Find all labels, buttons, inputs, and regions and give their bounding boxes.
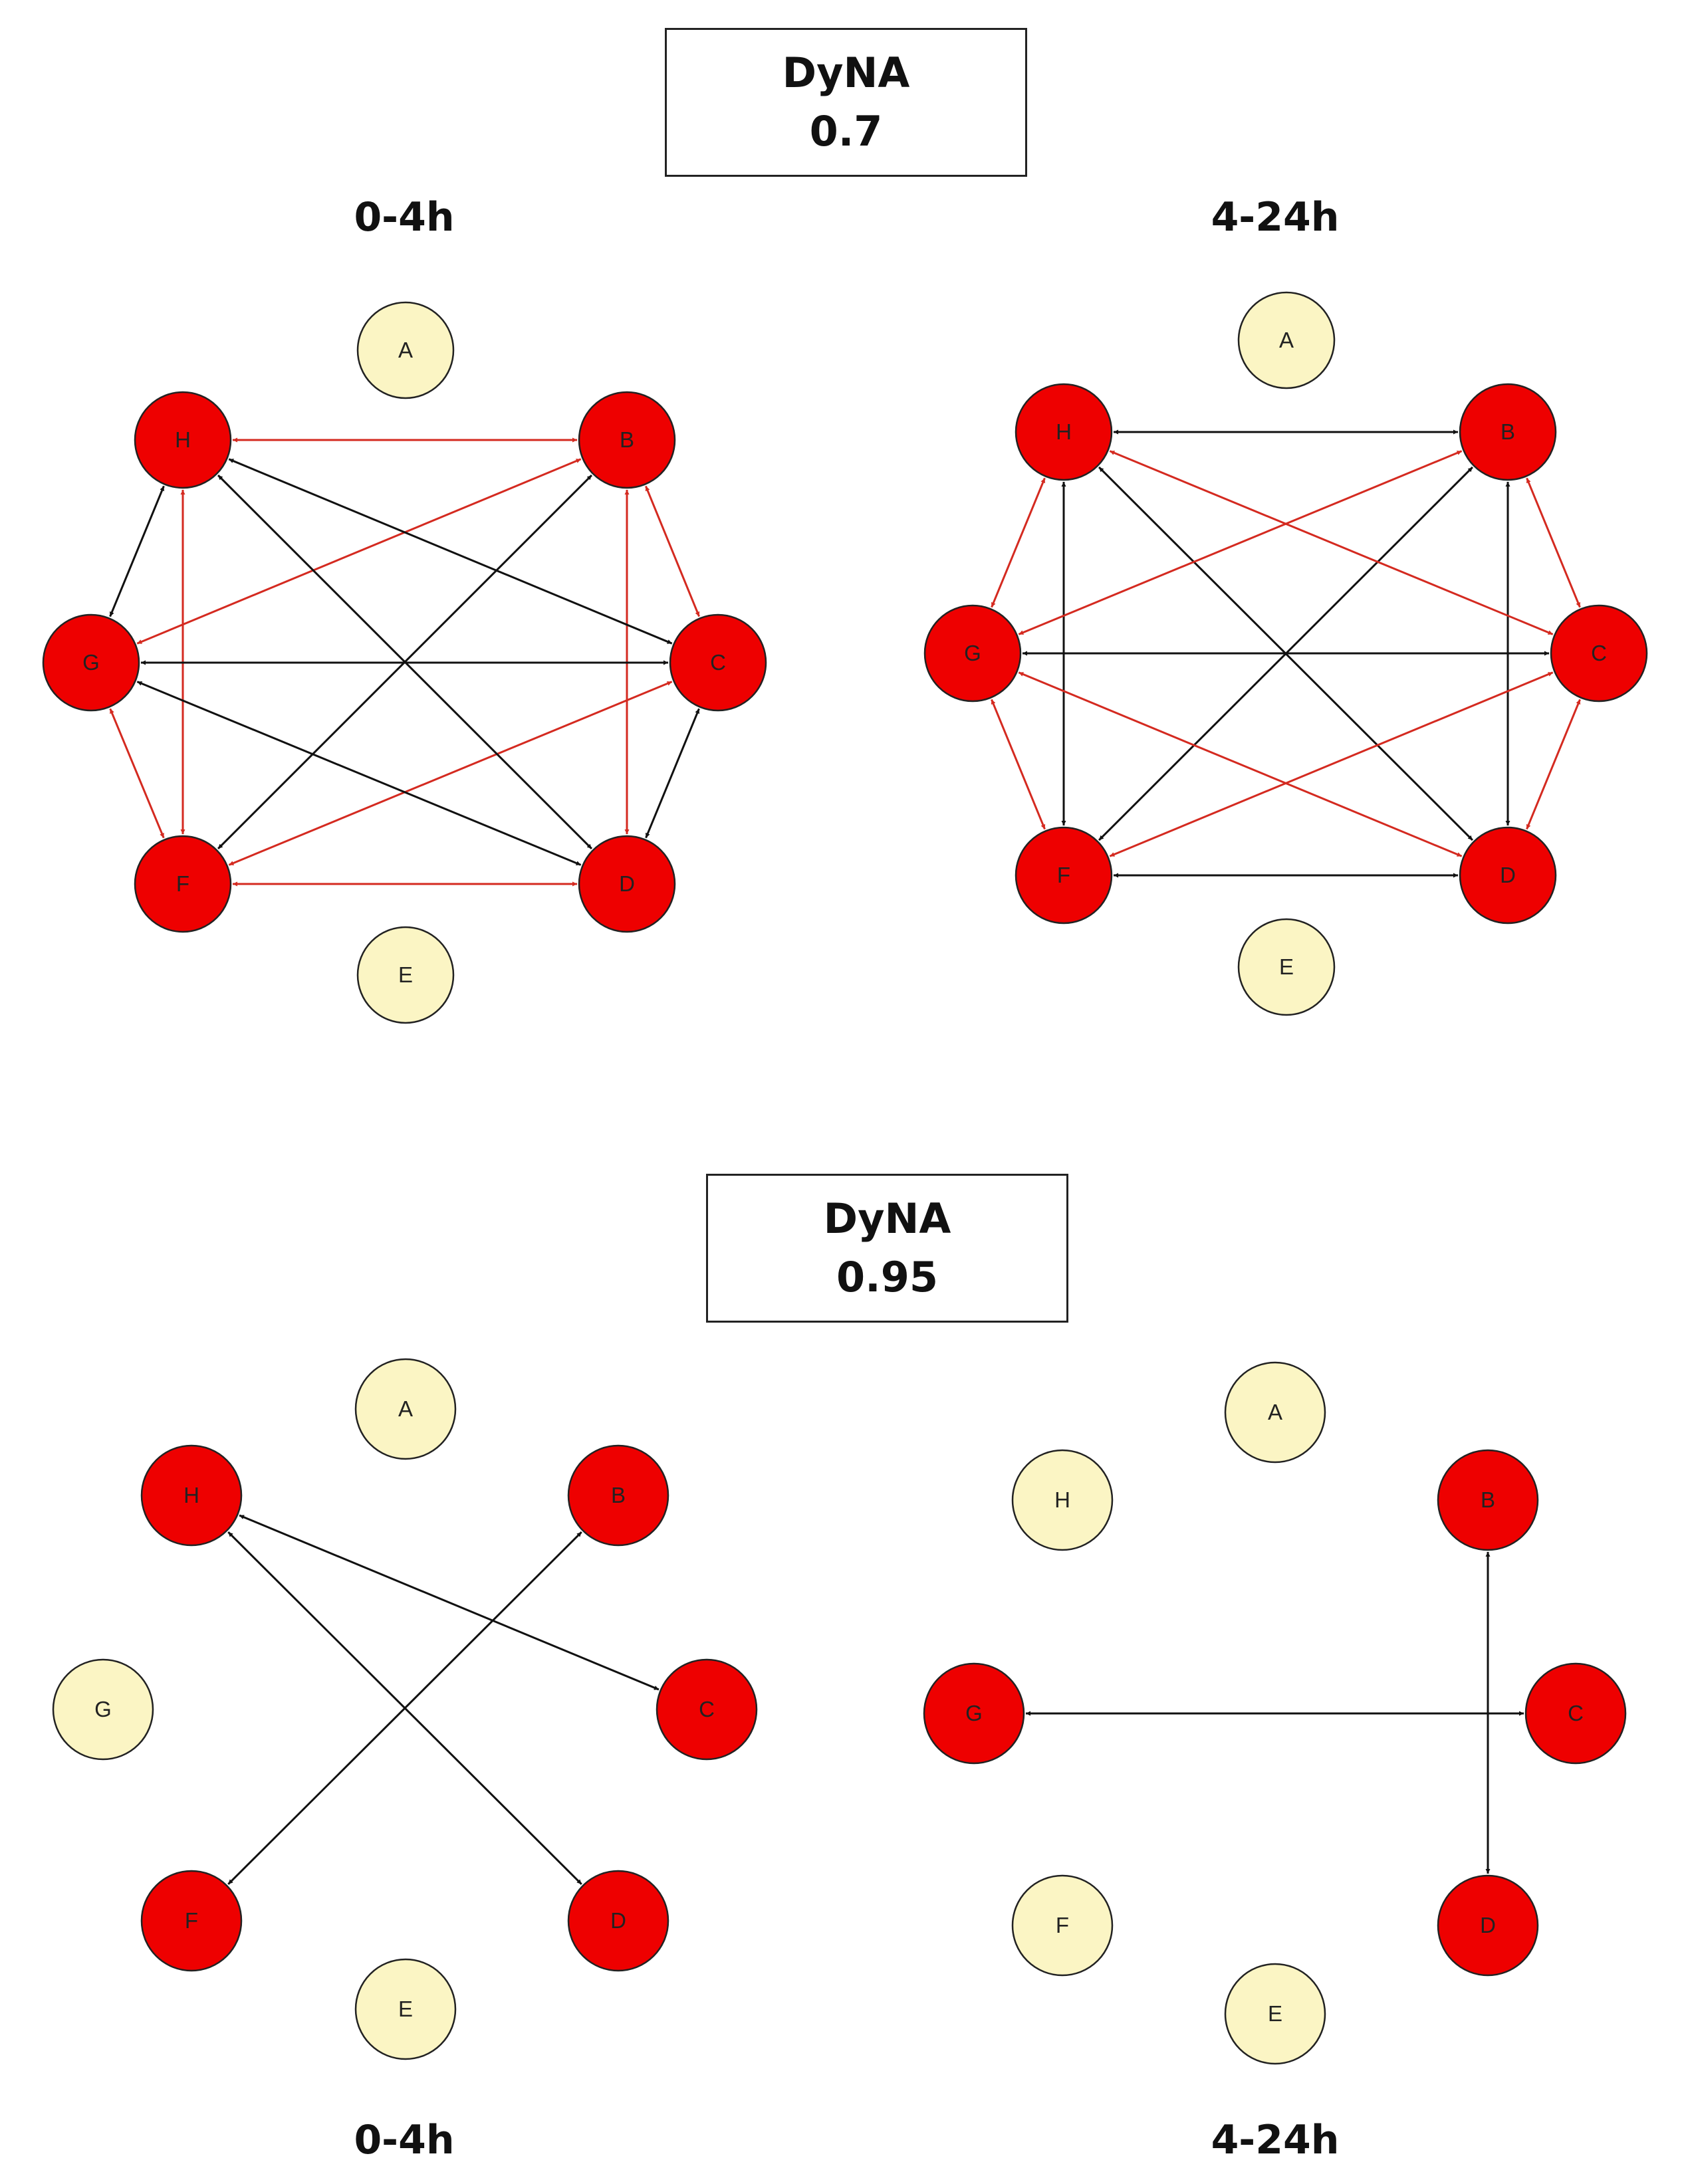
node-H bbox=[140, 1444, 243, 1547]
node-E bbox=[356, 926, 455, 1024]
network-panel-0-4h: B C D F H A E G bbox=[52, 1358, 758, 2060]
edge-F-C bbox=[228, 681, 673, 866]
node-A bbox=[354, 1358, 457, 1460]
panel-label-top-left: 0-4h bbox=[354, 194, 455, 241]
threshold-value-1: 0.7 bbox=[809, 107, 883, 156]
node-label-C: C bbox=[710, 650, 726, 675]
node-label-E: E bbox=[398, 962, 413, 987]
node-D bbox=[1437, 1874, 1539, 1977]
node-label-F: F bbox=[1057, 863, 1070, 887]
node-label-F: F bbox=[185, 1908, 198, 1933]
node-label-B: B bbox=[611, 1483, 626, 1507]
node-label-H: H bbox=[175, 427, 191, 452]
node-label-H: H bbox=[1056, 419, 1072, 444]
node-F bbox=[1015, 826, 1113, 925]
node-label-G: G bbox=[964, 641, 981, 665]
node-label-C: C bbox=[1591, 641, 1607, 665]
node-label-B: B bbox=[1501, 419, 1515, 444]
node-label-C: C bbox=[1568, 1701, 1584, 1725]
node-H bbox=[1011, 1449, 1114, 1551]
node-label-G: G bbox=[82, 650, 100, 675]
network-panel-4-24h: B C D G A E F H bbox=[923, 1361, 1627, 2065]
node-label-H: H bbox=[1054, 1487, 1070, 1512]
edge-B-C bbox=[1526, 477, 1581, 608]
edge-C-D bbox=[1526, 699, 1581, 830]
edge-B-F bbox=[227, 1531, 582, 1885]
edge-H-C bbox=[1109, 450, 1554, 635]
node-E bbox=[354, 1958, 457, 2060]
node-label-F: F bbox=[1056, 1913, 1069, 1937]
threshold-value-2: 0.95 bbox=[836, 1253, 938, 1301]
node-label-G: G bbox=[94, 1697, 112, 1721]
node-G bbox=[923, 604, 1022, 703]
node-H bbox=[1015, 383, 1113, 481]
edge-G-F bbox=[109, 708, 165, 839]
node-label-A: A bbox=[398, 338, 413, 362]
node-label-D: D bbox=[619, 871, 635, 896]
node-B bbox=[1459, 383, 1557, 481]
node-C bbox=[1550, 604, 1648, 703]
node-label-E: E bbox=[398, 1997, 413, 2021]
node-label-A: A bbox=[398, 1396, 413, 1421]
node-D bbox=[567, 1870, 669, 1972]
node-label-C: C bbox=[699, 1697, 715, 1721]
edge-H-G bbox=[991, 477, 1046, 608]
node-C bbox=[1524, 1662, 1627, 1765]
threshold-box-2: DyNA 0.95 bbox=[706, 1174, 1068, 1323]
node-G bbox=[52, 1658, 154, 1761]
edge-G-F bbox=[991, 699, 1046, 830]
node-A bbox=[1224, 1361, 1326, 1464]
node-F bbox=[140, 1870, 243, 1972]
panel-label-top-right: 4-24h bbox=[1211, 194, 1340, 241]
node-D bbox=[578, 835, 676, 933]
edge-B-G bbox=[1018, 450, 1463, 635]
node-label-A: A bbox=[1268, 1400, 1282, 1424]
threshold-box-1: DyNA 0.7 bbox=[665, 28, 1027, 177]
node-A bbox=[1237, 291, 1336, 389]
node-label-H: H bbox=[183, 1483, 199, 1507]
node-C bbox=[656, 1658, 758, 1761]
node-B bbox=[578, 391, 676, 489]
network-panel-4-24h: B C D F G H A E bbox=[923, 291, 1648, 1016]
panel-label-bottom-right: 4-24h bbox=[1211, 2117, 1340, 2163]
edge-H-G bbox=[109, 485, 165, 617]
node-B bbox=[567, 1444, 669, 1547]
node-label-D: D bbox=[1480, 1913, 1496, 1937]
node-label-E: E bbox=[1279, 954, 1294, 979]
edge-F-B bbox=[217, 474, 593, 850]
node-label-D: D bbox=[610, 1908, 626, 1933]
node-E bbox=[1224, 1963, 1326, 2065]
node-C bbox=[669, 613, 767, 712]
panel-label-bottom-left: 0-4h bbox=[354, 2117, 455, 2163]
node-label-A: A bbox=[1279, 328, 1294, 352]
network-panel-0-4h: B C D F G H A E bbox=[42, 301, 767, 1024]
method-label-1: DyNA bbox=[782, 49, 910, 97]
method-label-2: DyNA bbox=[823, 1194, 951, 1243]
edge-C-F bbox=[1109, 671, 1554, 857]
node-label-G: G bbox=[965, 1701, 983, 1725]
node-F bbox=[134, 835, 232, 933]
node-label-F: F bbox=[176, 871, 189, 896]
edge-C-D bbox=[645, 708, 700, 839]
node-F bbox=[1011, 1874, 1114, 1977]
node-D bbox=[1459, 826, 1557, 925]
node-A bbox=[356, 301, 455, 399]
node-G bbox=[42, 613, 140, 712]
node-label-B: B bbox=[620, 427, 634, 452]
edge-B-C bbox=[645, 485, 700, 617]
node-label-B: B bbox=[1481, 1487, 1495, 1512]
node-E bbox=[1237, 918, 1336, 1016]
node-G bbox=[923, 1662, 1025, 1765]
node-label-D: D bbox=[1500, 863, 1516, 887]
node-H bbox=[134, 391, 232, 489]
node-label-E: E bbox=[1268, 2001, 1282, 2026]
node-B bbox=[1437, 1449, 1539, 1551]
